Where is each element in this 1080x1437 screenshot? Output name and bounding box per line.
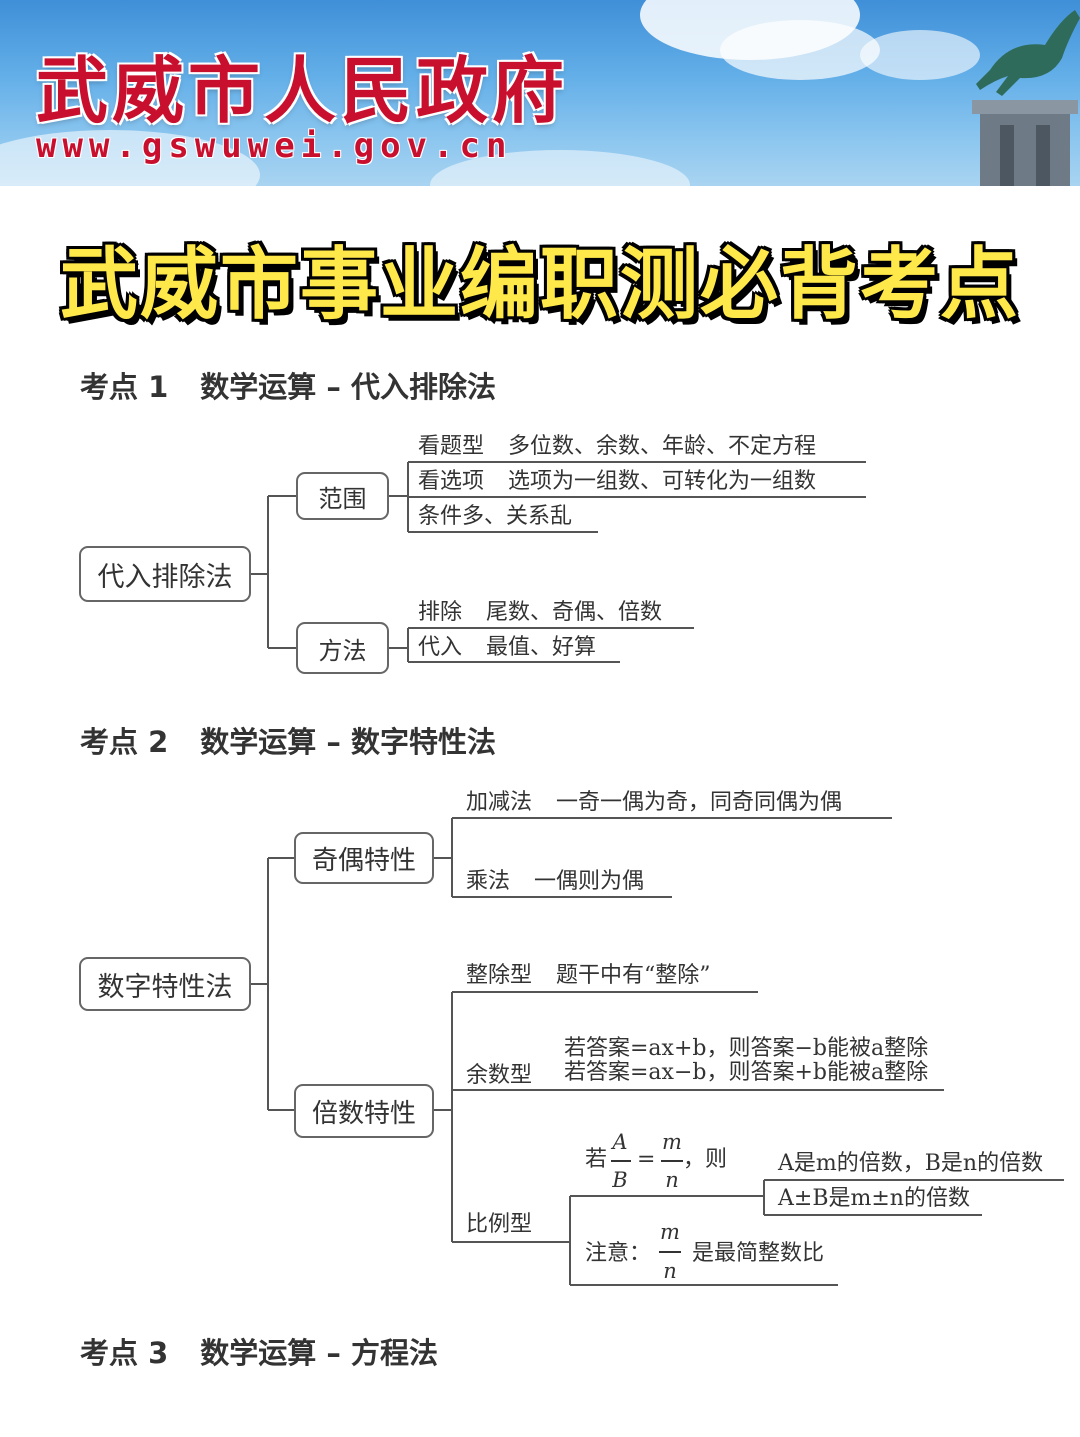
remainder-rule-1: 若答案=ax+b，则答案−b能被a整除 (564, 1036, 929, 1061)
connector (251, 857, 294, 1111)
ratio-if: 若 (585, 1147, 608, 1172)
root-node-number-properties: 数字特性法 (79, 957, 251, 1011)
section-title: 数学运算 – 数字特性法 (200, 725, 496, 759)
note-fraction-numerator: m (660, 1220, 680, 1244)
node-parity: 奇偶特性 (294, 832, 434, 884)
node-method: 方法 (296, 622, 389, 674)
fraction-bar (661, 1160, 683, 1162)
note-label: 注意： (585, 1241, 652, 1266)
note-text: 是最简整数比 (692, 1241, 825, 1266)
cloud-decoration (860, 30, 980, 80)
fraction-denominator-B: B (612, 1168, 628, 1192)
leaf-remainder-type: 余数型 (466, 1063, 533, 1088)
leaf-exclusion: 排除尾数、奇偶、倍数 (418, 600, 663, 625)
banner-url: www.gswuwei.gov.cn (36, 126, 513, 166)
equals-sign: = (637, 1147, 656, 1172)
cloud-decoration (720, 20, 880, 80)
fraction-numerator-m: m (662, 1130, 682, 1154)
connector (389, 461, 866, 533)
main-title: 武威市事业编职测必背考点 (59, 240, 1020, 330)
section-title: 数学运算 – 代入排除法 (200, 370, 496, 404)
banner-title: 武威市人民政府 (36, 49, 569, 133)
section-number: 考点 1 (80, 370, 169, 404)
root-node-substitution-method: 代入排除法 (79, 546, 251, 602)
leaf-many-conditions: 条件多、关系乱 (418, 504, 573, 529)
ratio-result-2: A±B是m±n的倍数 (778, 1186, 970, 1211)
section-heading-2: 考点 2 数学运算 – 数字特性法 (80, 719, 496, 761)
connector (434, 817, 892, 898)
connector (569, 1195, 838, 1286)
leaf-divisible-type: 整除型题干中有“整除” (466, 963, 711, 988)
leaf-ratio-type: 比例型 (466, 1212, 533, 1237)
site-banner: 武威市人民政府 www.gswuwei.gov.cn (0, 0, 1080, 186)
section-number: 考点 2 (80, 725, 169, 759)
fraction-numerator-A: A (612, 1130, 628, 1154)
connector (763, 1179, 1064, 1216)
section-title: 数学运算 – 方程法 (200, 1336, 438, 1370)
remainder-rule-2: 若答案=ax−b，则答案+b能被a整除 (564, 1060, 929, 1085)
connector (389, 627, 694, 663)
section-heading-1: 考点 1 数学运算 – 代入排除法 (80, 364, 496, 406)
node-multiples: 倍数特性 (294, 1084, 434, 1138)
leaf-add-subtract: 加减法一奇一偶为奇，同奇同偶为偶 (466, 790, 843, 815)
connector (251, 495, 296, 649)
connector (434, 991, 944, 1243)
leaf-options: 看选项选项为一组数、可转化为一组数 (418, 469, 817, 494)
ratio-then: ，则 (683, 1147, 728, 1172)
section-number: 考点 3 (80, 1336, 169, 1370)
leaf-multiplication: 乘法一偶则为偶 (466, 869, 645, 894)
fraction-denominator-n: n (665, 1168, 679, 1192)
note-fraction-denominator: n (663, 1259, 677, 1283)
leaf-question-type: 看题型多位数、余数、年龄、不定方程 (418, 434, 817, 459)
section-heading-3: 考点 3 数学运算 – 方程法 (80, 1330, 438, 1372)
leaf-substitution: 代入最值、好算 (418, 635, 597, 660)
fraction-bar (659, 1251, 681, 1253)
ratio-result-1: A是m的倍数，B是n的倍数 (778, 1151, 1044, 1176)
node-scope: 范围 (296, 472, 389, 520)
bronze-horse-statue-icon (972, 10, 1080, 186)
fraction-bar (611, 1160, 631, 1162)
